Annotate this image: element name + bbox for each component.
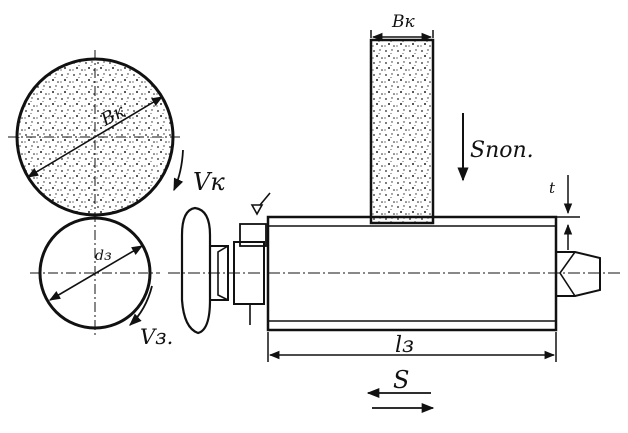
longitudinal-feed-label: S (393, 366, 409, 394)
tailstock-center (556, 251, 601, 297)
workpiece-rotation-arrow (129, 285, 153, 326)
workpiece-chuck (180, 192, 271, 335)
workpiece-diameter-label: dз (95, 248, 112, 264)
grinding-wheel-circle (8, 50, 182, 222)
grinding-wheel-side (369, 38, 435, 225)
depth-label: t (549, 179, 556, 197)
workpiece-length-dimension (267, 332, 557, 362)
workpiece-cylinder (168, 215, 620, 332)
workpiece-circle (30, 212, 160, 335)
longitudinal-feed-arrows (366, 387, 435, 414)
plunge-feed-label: Sпоп. (470, 138, 534, 163)
workpiece-speed-label: Vз. (140, 325, 173, 349)
wheel-speed-label: Vк (193, 168, 225, 196)
workpiece-length-label: lз (395, 333, 414, 358)
wheel-width-label: Bк (391, 12, 415, 32)
wheel-rotation-arrow (173, 149, 184, 192)
wheel-width-dimension (370, 30, 434, 42)
